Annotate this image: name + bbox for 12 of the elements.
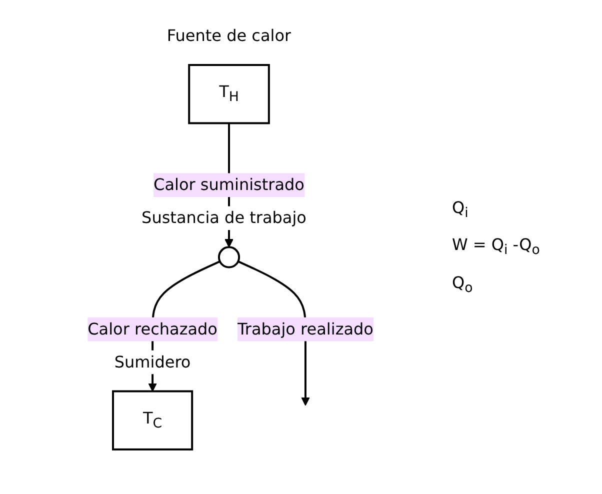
edge-label: Trabajo realizado [238, 319, 374, 338]
node-box: T$_{C}$ [112, 390, 194, 450]
formula-label: Q$_{o}$ [452, 272, 474, 296]
node-label: Fuente de calor [167, 26, 292, 45]
edge-label: Calor rechazado [88, 319, 218, 338]
node-box: T$_{H}$ [188, 64, 270, 124]
node-label: Sustancia de trabajo [142, 208, 307, 227]
node-label: Sumidero [114, 352, 191, 372]
formula-label: Q$_{i}$ [452, 198, 470, 222]
edge-label: Calor suministrado [154, 174, 305, 194]
formula-label: W = Q$_{i}$ -Q$_{o}$ [452, 235, 541, 259]
node-circle [218, 246, 240, 268]
